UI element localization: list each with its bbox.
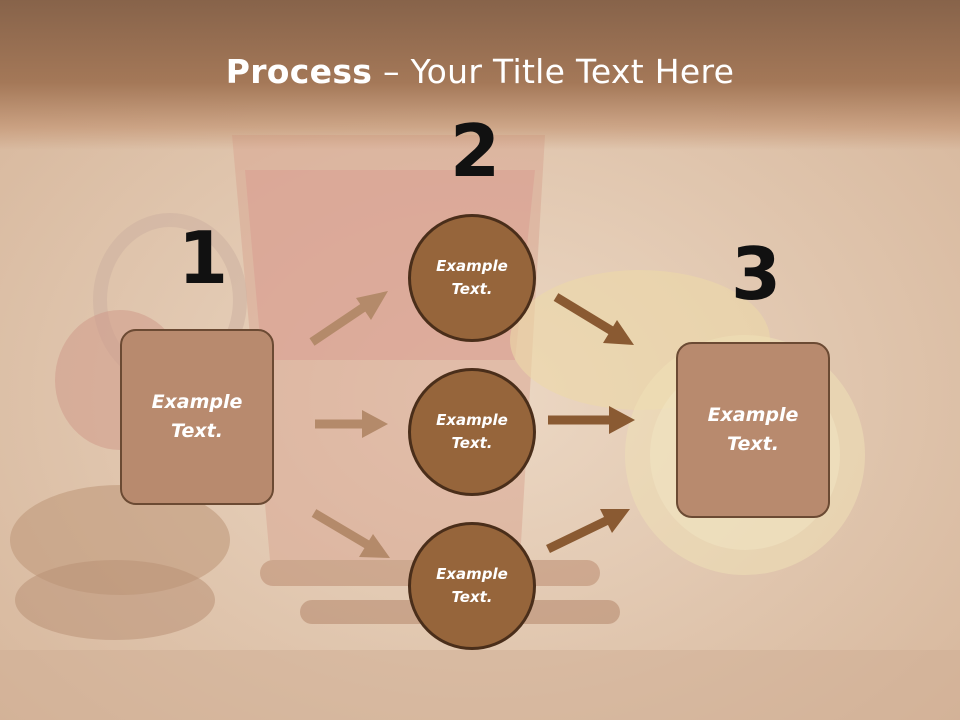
step-2-circle-middle: Example Text. (408, 368, 536, 496)
circle-bottom-text: Example Text. (436, 565, 508, 606)
arrow-bottom-to-right (546, 509, 630, 554)
circle-top-text: Example Text. (436, 257, 508, 298)
arrow-left-to-middle (315, 410, 388, 438)
step-number-3: 3 (731, 232, 782, 316)
arrow-top-to-right (553, 293, 634, 345)
arrow-left-to-bottom (311, 509, 390, 558)
title-bold: Process (225, 52, 373, 91)
step-2-circle-bottom: Example Text. (408, 522, 536, 650)
arrow-left-to-top (309, 291, 388, 346)
slide-title: Process – Your Title Text Here (0, 52, 960, 91)
step-3-text: Example Text. (707, 404, 799, 455)
step-number-1: 1 (178, 216, 229, 300)
step-3-box: Example Text. (676, 342, 830, 518)
title-band (0, 0, 960, 150)
step-1-text: Example Text. (151, 391, 243, 442)
step-1-box: Example Text. (120, 329, 274, 505)
step-number-2: 2 (450, 109, 501, 193)
circle-middle-text: Example Text. (436, 411, 508, 452)
arrow-middle-to-right (548, 406, 635, 434)
title-rest: – Your Title Text Here (372, 52, 735, 91)
step-2-circle-top: Example Text. (408, 214, 536, 342)
